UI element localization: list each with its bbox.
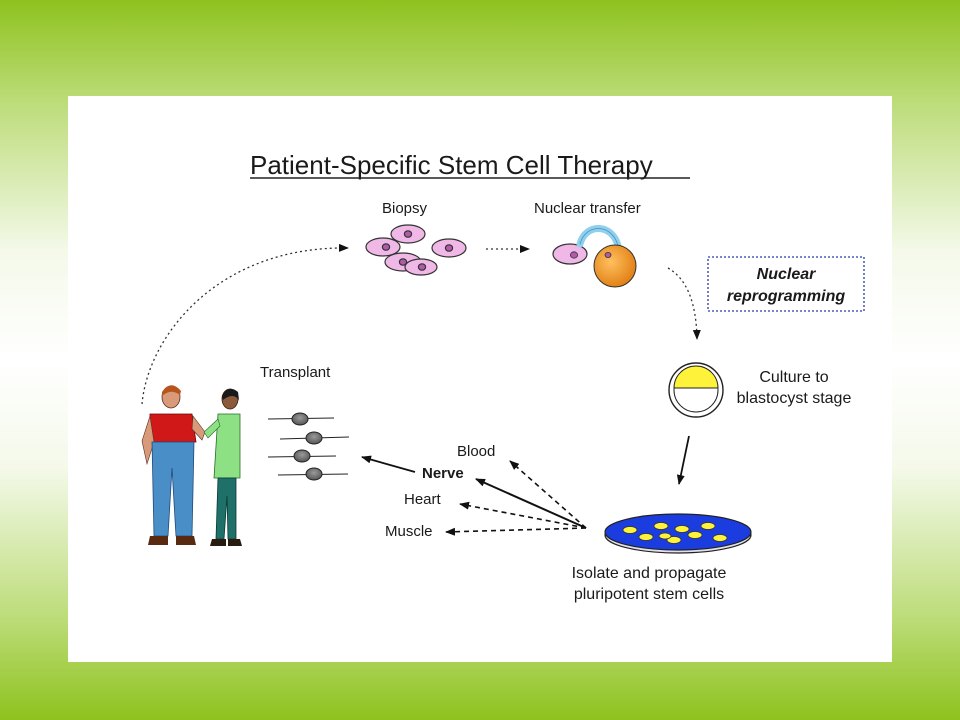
petri-dish <box>604 513 752 554</box>
diagram-slide: Patient-Specific Stem Cell Therapy Biops… <box>68 96 892 662</box>
nuclear-transfer-label: Nuclear transfer <box>534 200 641 217</box>
transfer-to-blastocyst-arrow <box>667 267 701 340</box>
transplant-nerve-cells <box>267 412 350 481</box>
doctor-figure <box>203 388 242 546</box>
nuclear-transfer-illustration <box>552 225 637 288</box>
nuclear-reprogramming-line2: reprogramming <box>727 288 845 305</box>
cell-type-heart: Heart <box>404 491 442 508</box>
cell-type-muscle: Muscle <box>385 523 433 540</box>
biopsy-cells <box>365 224 467 276</box>
nuclear-reprogramming-box <box>707 256 865 312</box>
differentiation-arrows <box>445 460 587 536</box>
isolate-line2: pluripotent stem cells <box>574 586 724 603</box>
cell-type-nerve: Nerve <box>422 465 464 482</box>
biopsy-label: Biopsy <box>382 200 428 217</box>
transplant-label: Transplant <box>260 364 331 381</box>
culture-line1: Culture to <box>759 369 828 386</box>
nuclear-reprogramming-line1: Nuclear <box>757 266 816 283</box>
cell-type-blood: Blood <box>457 443 495 460</box>
patient-to-biopsy-arrow <box>141 243 349 405</box>
blastocyst-illustration <box>668 362 724 418</box>
diagram-title: Patient-Specific Stem Cell Therapy <box>250 150 653 180</box>
patient-figure <box>141 385 206 545</box>
stem-cell-therapy-diagram: Patient-Specific Stem Cell Therapy Biops… <box>141 150 865 603</box>
isolate-line1: Isolate and propagate <box>572 565 727 582</box>
nerve-to-transplant-arrow <box>361 455 416 473</box>
blastocyst-to-dish-arrow <box>676 435 690 485</box>
culture-line2: blastocyst stage <box>737 390 852 407</box>
